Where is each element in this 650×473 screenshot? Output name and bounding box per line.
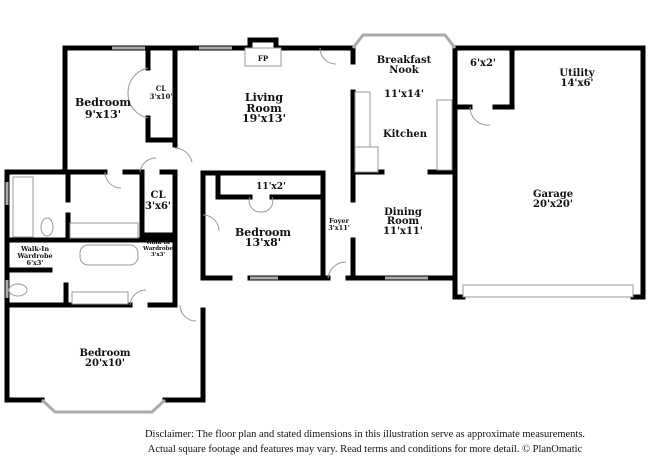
room-name: Nook bbox=[389, 65, 419, 76]
room-dims: 20'x20' bbox=[533, 199, 573, 210]
room-dims: 3'x3' bbox=[151, 252, 166, 258]
room-name: Living bbox=[245, 91, 283, 104]
room-name: Bedroom bbox=[80, 348, 131, 359]
room-dims: 13'x8' bbox=[245, 236, 281, 249]
room-name: CL bbox=[156, 84, 167, 93]
room-dims: 14'x6' bbox=[561, 78, 594, 89]
room-name: Kitchen bbox=[383, 129, 428, 140]
walls bbox=[4, 37, 646, 403]
vanity bbox=[71, 291, 129, 305]
room-name: Room bbox=[387, 216, 420, 227]
disclaimer-line-1: Disclaimer: The floor plan and stated di… bbox=[145, 429, 585, 440]
room-dims: 19'x13' bbox=[242, 112, 286, 125]
room-dims: 11'x11' bbox=[383, 226, 423, 237]
toilet bbox=[40, 217, 54, 237]
room-labels: Bedroom 9'x13' CL 3'x10' FP Living Room … bbox=[16, 54, 595, 369]
room-dims: 3'x6' bbox=[145, 201, 171, 212]
windows bbox=[5, 33, 634, 414]
room-name: FP bbox=[258, 54, 269, 63]
room-dims: 3'x10' bbox=[149, 92, 172, 101]
room-name: Wardrobe bbox=[16, 252, 52, 260]
fixtures bbox=[8, 47, 453, 305]
refrigerator bbox=[354, 146, 379, 173]
sink-counter bbox=[436, 99, 453, 171]
room-dims: 6'x2' bbox=[470, 58, 496, 69]
toilet bbox=[8, 283, 28, 297]
room-name: CL bbox=[151, 190, 166, 201]
room-name: Walk-In bbox=[20, 245, 49, 253]
room-dims: 11'x14' bbox=[384, 89, 424, 100]
room-name: Breakfast bbox=[377, 55, 432, 66]
room-dims: 11'x2' bbox=[256, 182, 286, 192]
room-name: Utility bbox=[559, 68, 595, 79]
room-name: Dining bbox=[384, 207, 422, 218]
room-name: Bedroom bbox=[235, 226, 291, 239]
room-name: Room bbox=[246, 102, 282, 115]
room-name: Wardrobe bbox=[142, 246, 173, 252]
room-name: Foyer bbox=[329, 217, 350, 225]
vanity bbox=[69, 222, 139, 239]
fireplace bbox=[244, 47, 282, 67]
room-dims: 20'x10' bbox=[85, 358, 125, 369]
disclaimer-line-2: Actual square footage and features may v… bbox=[148, 444, 583, 455]
room-name: Garage bbox=[533, 189, 573, 200]
room-name: Bedroom bbox=[75, 96, 131, 109]
range-counter bbox=[354, 91, 371, 148]
room-dims: 3'x11' bbox=[328, 224, 349, 232]
bathtub bbox=[12, 176, 34, 238]
room-name: Walk-In bbox=[145, 240, 170, 246]
bathtub bbox=[79, 244, 139, 266]
doors bbox=[104, 47, 491, 322]
room-dims: 9'x13' bbox=[85, 108, 121, 121]
room-dims: 6'x3' bbox=[27, 259, 44, 267]
